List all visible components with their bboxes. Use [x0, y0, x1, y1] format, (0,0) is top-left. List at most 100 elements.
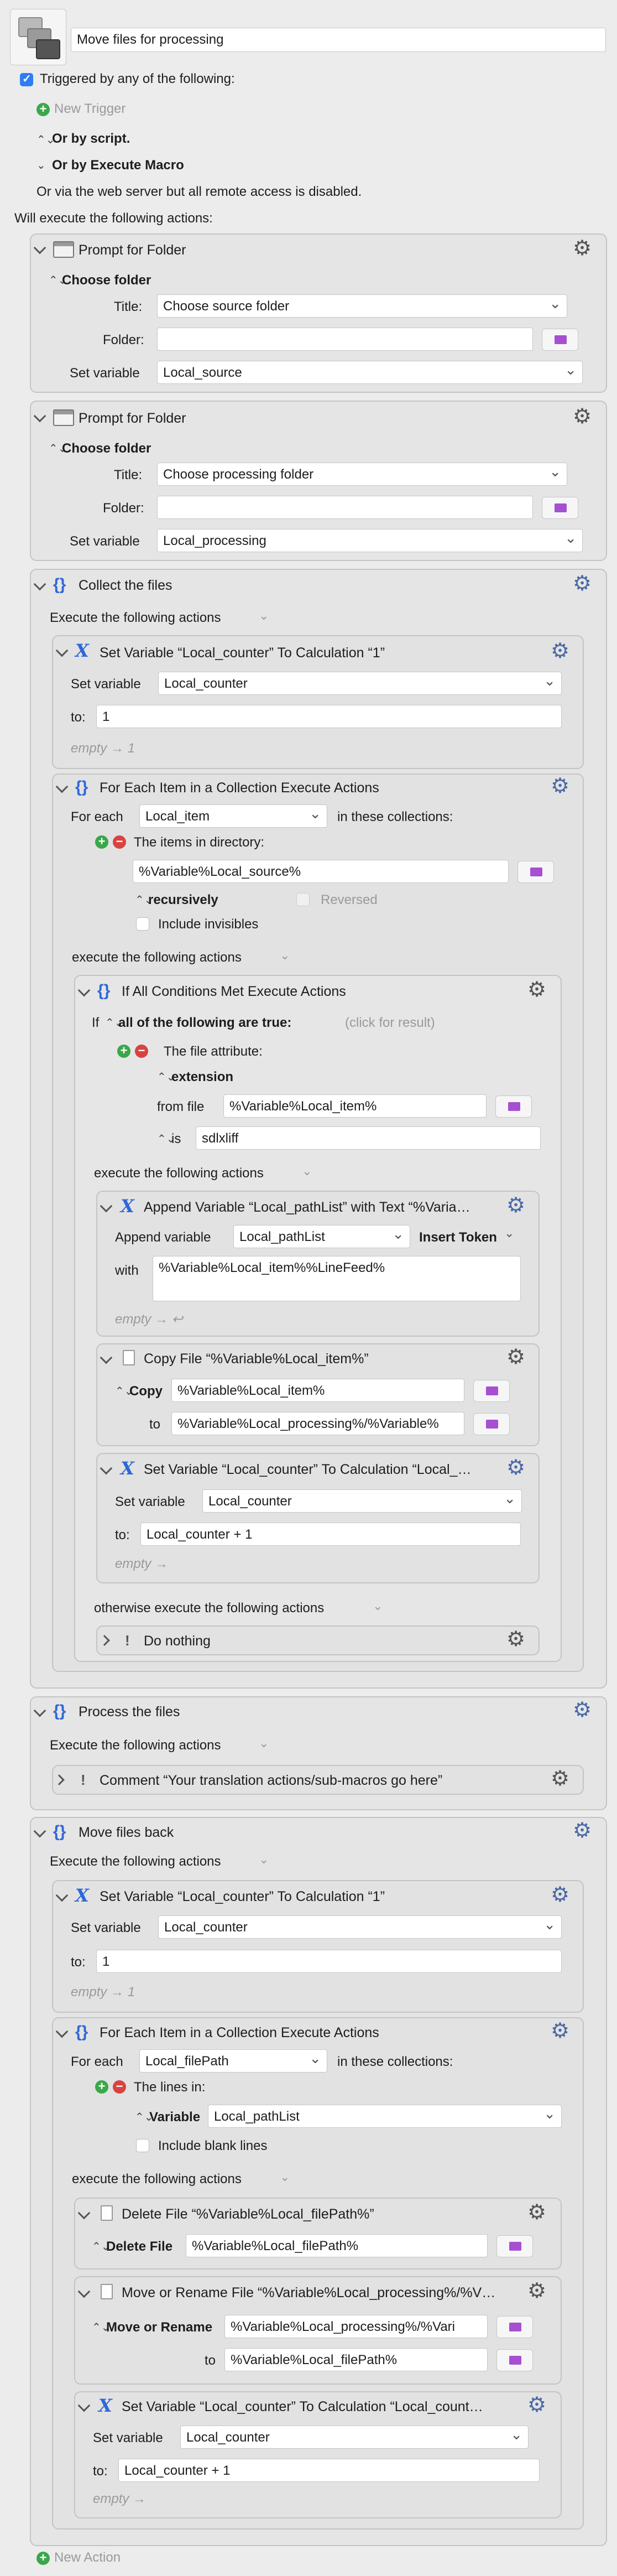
- new-action-plus-icon[interactable]: +: [36, 2552, 50, 2565]
- recursively-select[interactable]: recursively: [148, 892, 218, 907]
- gear-icon[interactable]: ⚙: [573, 237, 592, 260]
- gear-icon[interactable]: ⚙: [573, 405, 592, 428]
- item-variable-field[interactable]: Local_item: [139, 804, 327, 828]
- set-variable-field[interactable]: Local_processing: [157, 529, 583, 552]
- folder-picker-icon[interactable]: [542, 329, 578, 351]
- choose-folder-select[interactable]: Choose folder: [62, 441, 151, 456]
- gear-icon[interactable]: ⚙: [527, 2393, 547, 2417]
- gear-icon[interactable]: ⚙: [573, 572, 592, 595]
- set-variable-field[interactable]: Local_source: [157, 361, 583, 384]
- gear-icon[interactable]: ⚙: [551, 1767, 570, 1790]
- calculation-field[interactable]: Local_counter + 1: [118, 2459, 540, 2482]
- chevron-down-icon[interactable]: ⌄: [504, 1226, 515, 1240]
- variable-field[interactable]: Local_pathList: [233, 1225, 410, 1248]
- chevron-down-icon[interactable]: ⌄: [259, 1852, 269, 1866]
- updown-icon[interactable]: ⌃⌄: [49, 443, 67, 455]
- chevron-down-icon[interactable]: ⌄: [373, 1599, 383, 1613]
- remove-condition-minus-icon[interactable]: −: [135, 1045, 148, 1058]
- move-from-field[interactable]: %Variable%Local_processing%/%Vari: [224, 2315, 488, 2338]
- folder-picker-icon[interactable]: [542, 497, 578, 519]
- gear-icon[interactable]: ⚙: [506, 1346, 526, 1369]
- gear-icon[interactable]: ⚙: [573, 1819, 592, 1842]
- variable-field[interactable]: Local_counter: [158, 1915, 562, 1939]
- chevron-down-icon[interactable]: ⌄: [302, 1164, 312, 1178]
- reversed-checkbox[interactable]: [296, 893, 310, 906]
- updown-icon[interactable]: ⌃⌄: [157, 1071, 176, 1083]
- chevron-down-icon[interactable]: ⌄: [259, 1736, 269, 1750]
- set-variable-action[interactable]: [74, 2391, 562, 2518]
- directory-field[interactable]: %Variable%Local_source%: [133, 860, 509, 883]
- variable-select[interactable]: Variable: [149, 2110, 201, 2125]
- new-action-link[interactable]: New Action: [54, 2550, 121, 2565]
- click-for-result[interactable]: (click for result): [345, 1015, 435, 1030]
- item-variable-field[interactable]: Local_filePath: [139, 2049, 327, 2073]
- delete-file-select[interactable]: Delete File: [106, 2239, 173, 2254]
- calculation-field[interactable]: 1: [96, 1950, 562, 1973]
- title-field[interactable]: Choose processing folder: [157, 463, 567, 486]
- all-true-select[interactable]: all of the following are true:: [118, 1015, 292, 1030]
- gear-icon[interactable]: ⚙: [527, 2279, 547, 2303]
- updown-icon[interactable]: ⌃⌄: [135, 894, 154, 906]
- updown-icon[interactable]: ⌃⌄: [92, 2321, 111, 2334]
- gear-icon[interactable]: ⚙: [551, 640, 570, 663]
- updown-icon[interactable]: ⌃⌄: [105, 1017, 124, 1029]
- set-variable-action[interactable]: [52, 1880, 584, 2013]
- gear-icon[interactable]: ⚙: [551, 1883, 570, 1907]
- do-nothing-action[interactable]: [96, 1625, 540, 1655]
- insert-token-button[interactable]: Insert Token: [419, 1230, 497, 1245]
- folder-picker-icon[interactable]: [496, 2316, 533, 2338]
- lines-variable-field[interactable]: Local_pathList: [208, 2105, 562, 2128]
- calculation-field[interactable]: Local_counter + 1: [140, 1523, 521, 1546]
- remove-collection-minus-icon[interactable]: −: [113, 835, 126, 849]
- updown-icon[interactable]: ⌃⌄: [157, 1133, 176, 1145]
- add-condition-plus-icon[interactable]: +: [117, 1045, 130, 1058]
- gear-icon[interactable]: ⚙: [506, 1194, 526, 1217]
- folder-picker-icon[interactable]: [496, 2349, 533, 2371]
- trigger-execute-updown-icon[interactable]: ⌄: [36, 159, 46, 172]
- comment-action[interactable]: [52, 1765, 584, 1795]
- extension-select[interactable]: extension: [171, 1069, 234, 1084]
- gear-icon[interactable]: ⚙: [506, 1628, 526, 1651]
- chevron-down-icon[interactable]: ⌄: [280, 2170, 290, 2184]
- folder-field[interactable]: [157, 496, 533, 519]
- variable-field[interactable]: Local_counter: [158, 672, 562, 695]
- updown-icon[interactable]: ⌃⌄: [115, 1385, 134, 1398]
- variable-field[interactable]: Local_counter: [180, 2426, 529, 2449]
- chevron-down-icon[interactable]: ⌄: [259, 609, 269, 622]
- folder-field[interactable]: [157, 328, 533, 351]
- folder-picker-icon[interactable]: [473, 1380, 510, 1402]
- folder-picker-icon[interactable]: [495, 1095, 532, 1118]
- trigger-script-updown-icon[interactable]: ⌃⌄: [36, 134, 55, 146]
- variable-field[interactable]: Local_counter: [202, 1489, 522, 1513]
- delete-file-field[interactable]: %Variable%Local_filePath%: [186, 2234, 488, 2257]
- gear-icon[interactable]: ⚙: [573, 1699, 592, 1722]
- set-variable-action[interactable]: [96, 1453, 540, 1583]
- trigger-script[interactable]: Or by script.: [52, 131, 130, 146]
- gear-icon[interactable]: ⚙: [551, 775, 570, 798]
- include-invisibles-checkbox[interactable]: [136, 917, 149, 931]
- triggered-checkbox[interactable]: [20, 72, 33, 86]
- copy-from-field[interactable]: %Variable%Local_item%: [171, 1379, 464, 1402]
- gear-icon[interactable]: ⚙: [551, 2019, 570, 2043]
- delete-file-action[interactable]: [74, 2198, 562, 2269]
- new-trigger-link[interactable]: New Trigger: [54, 101, 126, 116]
- move-to-field[interactable]: %Variable%Local_filePath%: [224, 2348, 488, 2371]
- remove-collection-minus-icon[interactable]: −: [113, 2080, 126, 2094]
- chevron-down-icon[interactable]: ⌄: [280, 948, 290, 962]
- calculation-field[interactable]: 1: [96, 705, 562, 728]
- is-value-field[interactable]: sdlxliff: [196, 1126, 541, 1150]
- gear-icon[interactable]: ⚙: [527, 978, 547, 1001]
- text-field[interactable]: %Variable%Local_item%%LineFeed%: [153, 1256, 521, 1301]
- updown-icon[interactable]: ⌃⌄: [92, 2241, 111, 2253]
- move-rename-select[interactable]: Move or Rename: [106, 2320, 213, 2335]
- gear-icon[interactable]: ⚙: [527, 2201, 547, 2224]
- updown-icon[interactable]: ⌃⌄: [49, 274, 67, 287]
- updown-icon[interactable]: ⌃⌄: [135, 2111, 154, 2123]
- folder-picker-icon[interactable]: [496, 2235, 533, 2257]
- choose-folder-select[interactable]: Choose folder: [62, 273, 151, 288]
- add-collection-plus-icon[interactable]: +: [95, 2080, 108, 2094]
- title-field[interactable]: Choose source folder: [157, 294, 567, 318]
- folder-picker-icon[interactable]: [517, 861, 554, 883]
- copy-select[interactable]: Copy: [129, 1384, 163, 1399]
- is-select[interactable]: is: [171, 1131, 181, 1146]
